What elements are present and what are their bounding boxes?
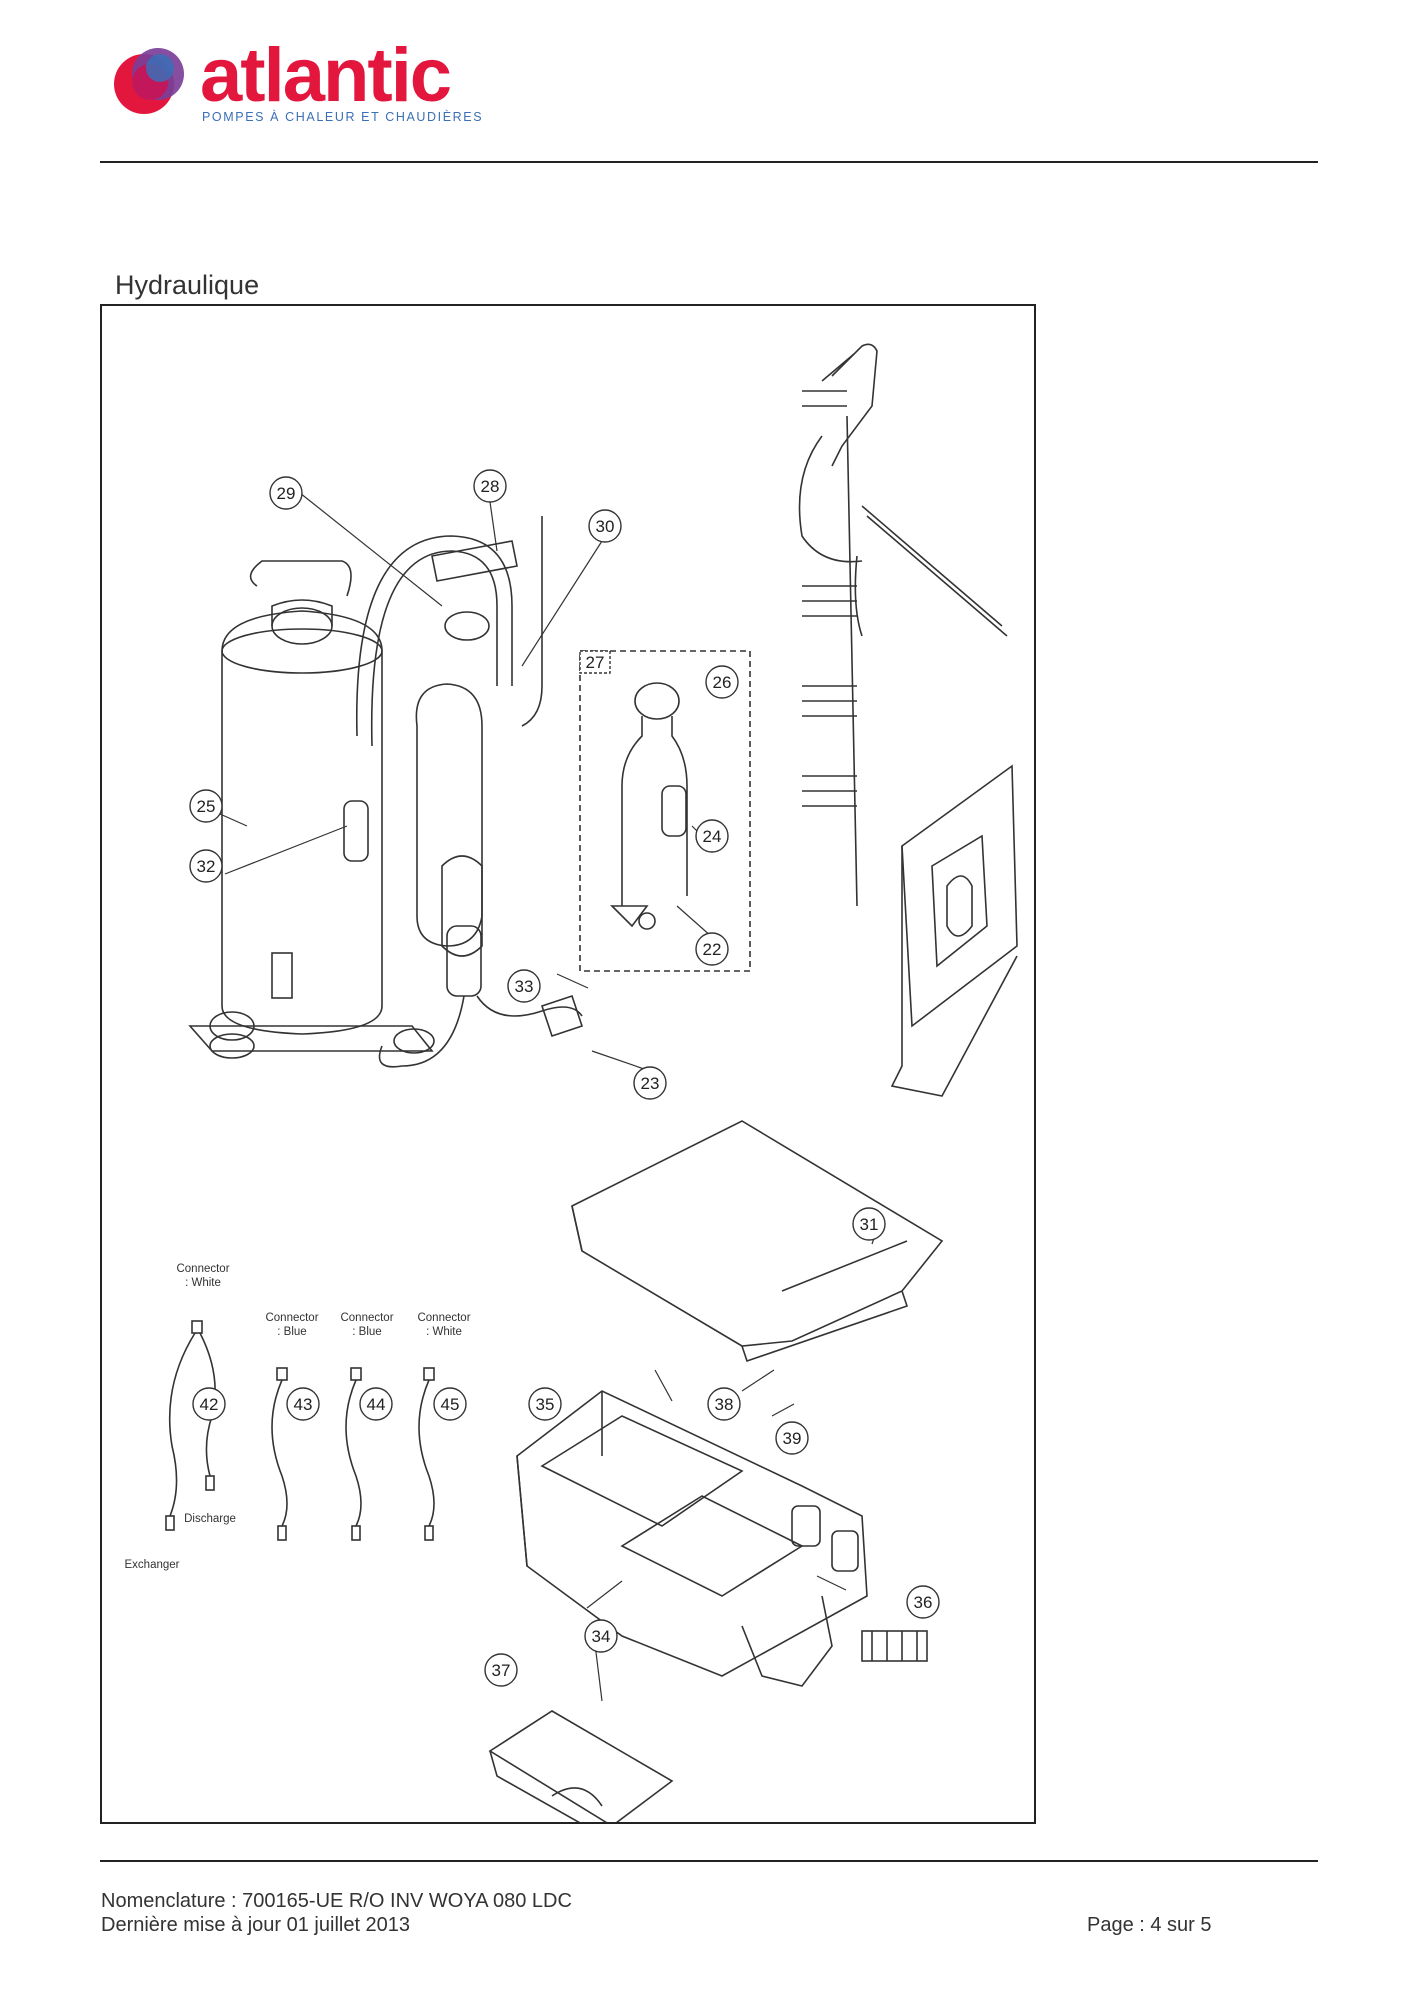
- connector-43-label-line1: Connector: [265, 1312, 318, 1324]
- part-number-39: 39: [783, 1429, 802, 1448]
- part-number-33: 33: [515, 977, 534, 996]
- control-box-cover-drawing: [571, 1120, 944, 1363]
- footer-last-update: Dernière mise à jour 01 juillet 2013: [101, 1914, 411, 1936]
- valve-group-box: [579, 650, 751, 972]
- sensor-wires-drawing: [165, 1320, 435, 1541]
- part-number-23: 23: [641, 1074, 660, 1093]
- connector-44-label-line2: : Blue: [352, 1326, 381, 1338]
- section-title: Hydraulique: [115, 270, 260, 300]
- part-number-31: 31: [860, 1215, 879, 1234]
- part-number-29: 29: [277, 484, 296, 503]
- part-number-34: 34: [592, 1627, 611, 1646]
- part-number-38: 38: [715, 1395, 734, 1414]
- part-number-27: 27: [586, 653, 605, 672]
- logo-tagline: POMPES À CHALEUR ET CHAUDIÈRES: [202, 110, 484, 124]
- logo-mark-icon: [114, 48, 184, 114]
- part-number-25: 25: [197, 797, 216, 816]
- part-number-45: 45: [441, 1395, 460, 1414]
- atlantic-logo: atlantic POMPES À CHALEUR ET CHAUDIÈRES: [110, 33, 490, 128]
- header-divider: [100, 161, 1318, 163]
- part-callouts: [189, 469, 940, 1687]
- part-number-44: 44: [367, 1395, 386, 1414]
- part-number-26: 26: [713, 673, 732, 692]
- footer-divider: [100, 1860, 1318, 1862]
- compressor-drawing: [188, 560, 435, 1059]
- connector-44-label-line1: Connector: [340, 1312, 393, 1324]
- part-numbers: 29 28 30 27 26 25 32 24 22 33 23 31 42 4…: [197, 477, 933, 1680]
- exploded-parts-diagram: 29 28 30 27 26 25 32 24 22 33 23 31 42 4…: [100, 304, 1036, 1843]
- part-number-28: 28: [481, 477, 500, 496]
- accumulator-piping-drawing: [355, 516, 584, 1068]
- part-number-43: 43: [294, 1395, 313, 1414]
- footer-nomenclature: Nomenclature : 700165-UE R/O INV WOYA 08…: [101, 1890, 572, 1912]
- side-panel-drawing: [890, 764, 1018, 1097]
- control-board-drawing: [516, 1390, 928, 1687]
- logo-wordmark: atlantic: [200, 33, 452, 118]
- part-number-42: 42: [200, 1395, 219, 1414]
- connector-45-label-line2: : White: [426, 1326, 462, 1338]
- part-number-37: 37: [492, 1661, 511, 1680]
- heat-exchanger-coil-drawing: [798, 343, 1008, 907]
- part-number-22: 22: [703, 940, 722, 959]
- part-number-35: 35: [536, 1395, 555, 1414]
- part-number-32: 32: [197, 857, 216, 876]
- connector-42-label-line2: : White: [185, 1277, 221, 1289]
- connector-labels: Connector : White Connector : Blue Conne…: [125, 1263, 471, 1571]
- connector-45-label-line1: Connector: [417, 1312, 470, 1324]
- reactor-plate-drawing: [488, 1710, 674, 1843]
- valve-assembly-drawing: [610, 682, 688, 930]
- footer-page-number: Page : 4 sur 5: [1087, 1914, 1212, 1936]
- wire-label-discharge: Discharge: [184, 1513, 236, 1525]
- wire-label-exchanger: Exchanger: [125, 1559, 180, 1571]
- part-number-36: 36: [914, 1593, 933, 1612]
- parts-drawing: 29 28 30 27 26 25 32 24 22 33 23 31 42 4…: [125, 343, 1018, 1843]
- part-number-30: 30: [596, 517, 615, 536]
- connector-43-label-line2: : Blue: [277, 1326, 306, 1338]
- connector-42-label-line1: Connector: [176, 1263, 229, 1275]
- part-number-24: 24: [703, 827, 722, 846]
